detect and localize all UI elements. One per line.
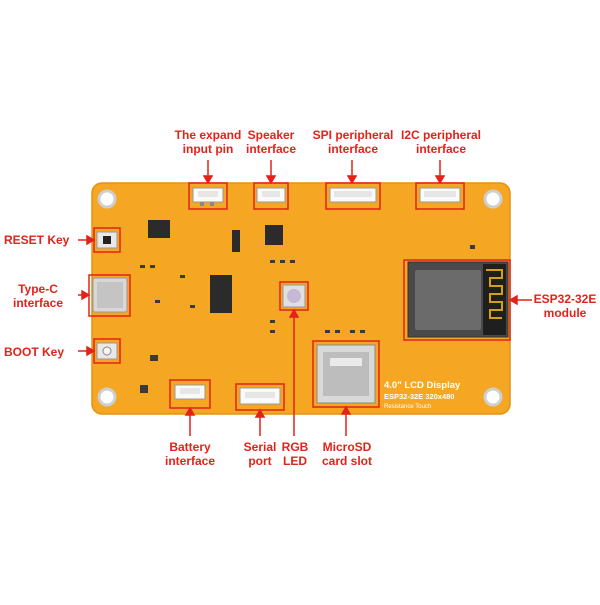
ic-chip xyxy=(210,275,232,313)
label-boot: BOOT Key xyxy=(4,345,65,359)
boot-key xyxy=(96,342,118,360)
spi-connector xyxy=(329,187,377,203)
lcd-title: 4.0" LCD Display xyxy=(384,380,461,391)
i2c-connector xyxy=(419,187,461,203)
mounting-hole xyxy=(483,387,503,407)
rgb-led xyxy=(282,284,306,308)
smd-components xyxy=(140,245,475,393)
ic-chip xyxy=(232,230,240,252)
reset-key xyxy=(96,231,118,249)
ic-chip xyxy=(265,225,283,245)
typec-port xyxy=(92,277,128,313)
mounting-hole xyxy=(97,387,117,407)
battery-connector xyxy=(174,384,206,400)
microsd-slot xyxy=(316,344,376,404)
speaker-connector xyxy=(256,187,286,203)
highlight-spi xyxy=(325,182,381,210)
mounting-hole xyxy=(97,189,117,209)
leader-lines xyxy=(78,160,532,436)
mounting-hole xyxy=(483,189,503,209)
expand-pin-connector xyxy=(192,187,224,206)
mounting-holes xyxy=(97,189,503,407)
ic-chip xyxy=(148,220,170,238)
lcd-model: ESP32-32E 320x480 xyxy=(384,392,454,401)
serial-connector xyxy=(239,387,281,405)
label-reset: RESET Key xyxy=(4,233,70,247)
lcd-touch: Resistance Touch xyxy=(384,404,431,410)
esp32-module xyxy=(407,261,509,338)
